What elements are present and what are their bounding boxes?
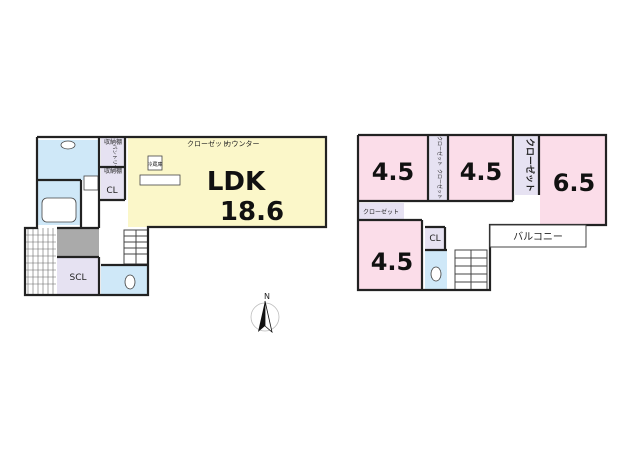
- balcony-label: バルコニー: [513, 231, 563, 243]
- closet-vertical-room: [515, 135, 539, 195]
- closet-b-room: [428, 167, 448, 201]
- bathtub-icon: [41, 197, 77, 223]
- room-d-size: 4.5: [371, 248, 414, 276]
- walls-floor1: [23, 135, 328, 297]
- bedroom-c: [540, 135, 606, 225]
- closet-d-room: [358, 203, 404, 220]
- entrance-tile: [57, 228, 99, 258]
- bedroom-b: [449, 135, 513, 201]
- counter-label: カウンター: [225, 139, 260, 148]
- room-b-size: 4.5: [460, 158, 503, 186]
- cl-label-floor2: CL: [429, 234, 440, 244]
- closet-a-room: [428, 135, 448, 167]
- cl-label-floor1: CL: [106, 186, 117, 196]
- balcony: [489, 224, 587, 248]
- ldk-label: LDK: [207, 167, 266, 197]
- storage-top-label: 収納棚: [104, 138, 122, 146]
- entrance-hatch: [25, 228, 56, 295]
- ldk-size: 18.6: [220, 197, 284, 227]
- closet-d-label: クローゼット: [363, 208, 399, 216]
- compass-arrow-icon: [258, 301, 265, 332]
- pantry-label: パントリー: [111, 144, 117, 169]
- room-c-size: 6.5: [553, 169, 596, 197]
- bedroom-d: [358, 220, 422, 290]
- kitchen-counter-icon: [139, 174, 181, 186]
- bedroom-a: [358, 135, 428, 201]
- scl-label: SCL: [69, 273, 86, 283]
- cl-room-floor1: [101, 175, 123, 199]
- storage-top-room: [101, 137, 125, 167]
- washing-machine-icon: [83, 175, 99, 191]
- floor-1: LDK 18.6 クローゼット カウンター 収納棚 収納棚 パントリー CL S…: [23, 135, 328, 297]
- walls-floor2: [356, 133, 608, 292]
- storage-bottom-label: 収納棚: [104, 167, 122, 175]
- room-a-size: 4.5: [372, 158, 415, 186]
- washbasin-icon: [60, 140, 76, 150]
- stairs-floor2: [454, 249, 488, 291]
- north-label: N: [264, 292, 270, 301]
- closet-vertical-label: クローゼット: [524, 138, 536, 192]
- cl-room-floor2: [425, 227, 445, 249]
- compass-arrow-outline: [264, 300, 273, 334]
- closet-a-label: クローゼット: [436, 136, 443, 166]
- scl-room: [57, 257, 99, 295]
- refrigerator-icon: [147, 155, 163, 171]
- closet-label-floor1: クローゼット: [187, 139, 229, 148]
- refrigerator-label: 冷蔵庫: [147, 161, 162, 168]
- floor-2: 4.5 4.5 6.5 4.5 クローゼット クローゼット クローゼット クロー…: [356, 133, 608, 292]
- stairs-floor1: [123, 229, 149, 265]
- compass: N: [250, 292, 280, 334]
- toilet-icon-floor1: [124, 274, 136, 290]
- toilet-icon-floor2: [430, 266, 442, 282]
- closet-b-label: クローゼット: [436, 169, 443, 199]
